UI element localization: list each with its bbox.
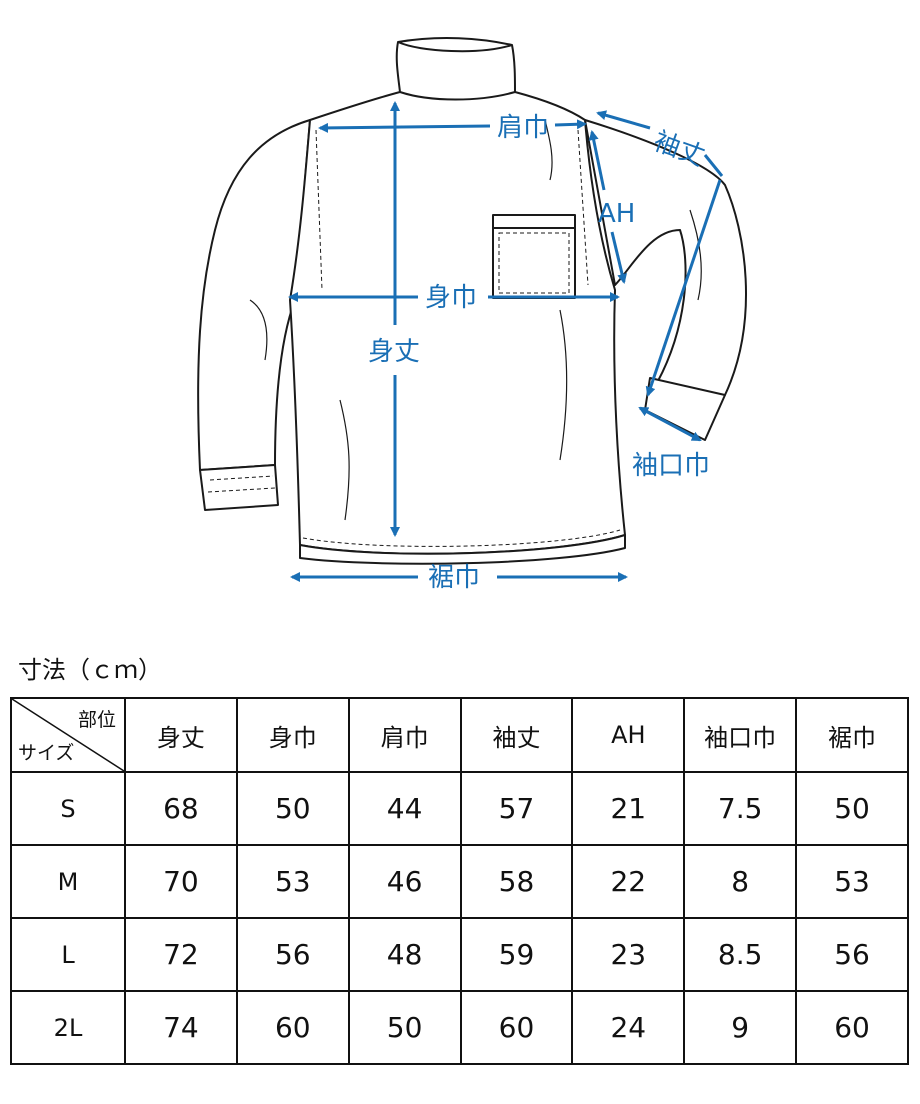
- corner-label-size: サイズ: [18, 742, 75, 764]
- table-cell: 60: [459, 990, 574, 1065]
- shoulder-width-arrow: [318, 122, 491, 133]
- table-cell: 50: [235, 771, 350, 846]
- column-header: 身巾: [235, 697, 350, 773]
- table-cell: 72: [124, 917, 238, 992]
- row-size-label: L: [10, 917, 126, 992]
- measurement-arrows: [288, 101, 724, 582]
- column-header: 袖丈: [459, 697, 574, 773]
- table-cell: 53: [235, 844, 350, 919]
- table-cell: 58: [459, 844, 574, 919]
- shirt-illustration: [197, 37, 747, 565]
- table-corner-cell: 部位 サイズ: [10, 697, 126, 773]
- table-row: L 72 56 48 59 23 8.5 56: [10, 917, 909, 992]
- cuff-width-arrow: [638, 406, 702, 442]
- row-size-label: S: [10, 771, 126, 846]
- table-cell: 9: [683, 990, 798, 1065]
- corner-diagonal: [12, 699, 124, 771]
- table-cell: 60: [795, 990, 909, 1065]
- table-cell: 59: [459, 917, 574, 992]
- label-armhole: AH: [598, 199, 635, 229]
- table-cell: 68: [124, 771, 238, 846]
- shirt-stitching: [207, 129, 621, 547]
- table-cell: 57: [459, 771, 574, 846]
- column-header: AH: [571, 697, 686, 773]
- size-table: 部位 サイズ 身丈 身巾 肩巾 袖丈 AH 袖口巾 裾巾 S 68 50 44 …: [10, 697, 909, 1065]
- label-hem-width: 裾巾: [428, 563, 480, 593]
- table-cell: 74: [124, 990, 238, 1065]
- table-cell: 23: [571, 917, 686, 992]
- table-cell: 56: [235, 917, 350, 992]
- table-cell: 7.5: [683, 771, 798, 846]
- column-header: 袖口巾: [683, 697, 798, 773]
- label-body-width: 身巾: [425, 283, 477, 313]
- table-cell: 50: [347, 990, 462, 1065]
- sleeve-length-arrow: [596, 110, 651, 130]
- shirt-diagram: 肩巾 袖丈 AH 身巾 身丈 袖口巾 裾巾: [197, 37, 747, 593]
- table-row: 2L 74 60 50 60 24 9 60: [10, 990, 909, 1065]
- corner-label-part: 部位: [77, 709, 116, 731]
- table-cell: 56: [795, 917, 909, 992]
- row-size-label: M: [10, 844, 126, 919]
- table-cell: 24: [571, 990, 686, 1065]
- column-header: 肩巾: [347, 697, 462, 773]
- table-cell: 22: [571, 844, 686, 919]
- label-shoulder-width: 肩巾: [497, 113, 549, 143]
- shirt-folds: [249, 119, 702, 521]
- armhole-arrow: [588, 130, 606, 191]
- column-header: 裾巾: [795, 697, 909, 773]
- table-header-row: 部位 サイズ 身丈 身巾 肩巾 袖丈 AH 袖口巾 裾巾: [10, 697, 909, 773]
- unit-label: 寸法（ｃｍ）: [18, 656, 162, 684]
- table-cell: 44: [347, 771, 462, 846]
- label-cuff-width: 袖口巾: [632, 451, 710, 481]
- table-row: M 70 53 46 58 22 8 53: [10, 844, 909, 919]
- table-cell: 8.5: [683, 917, 798, 992]
- row-size-label: 2L: [10, 990, 126, 1065]
- table-cell: 21: [571, 771, 686, 846]
- table-cell: 60: [235, 990, 350, 1065]
- table-cell: 46: [347, 844, 462, 919]
- label-body-length: 身丈: [368, 337, 420, 367]
- column-header: 身丈: [124, 697, 238, 773]
- table-row: S 68 50 44 57 21 7.5 50: [10, 771, 909, 846]
- table-cell: 48: [347, 917, 462, 992]
- table-cell: 70: [124, 844, 238, 919]
- table-cell: 53: [795, 844, 909, 919]
- table-cell: 50: [795, 771, 909, 846]
- table-cell: 8: [683, 844, 798, 919]
